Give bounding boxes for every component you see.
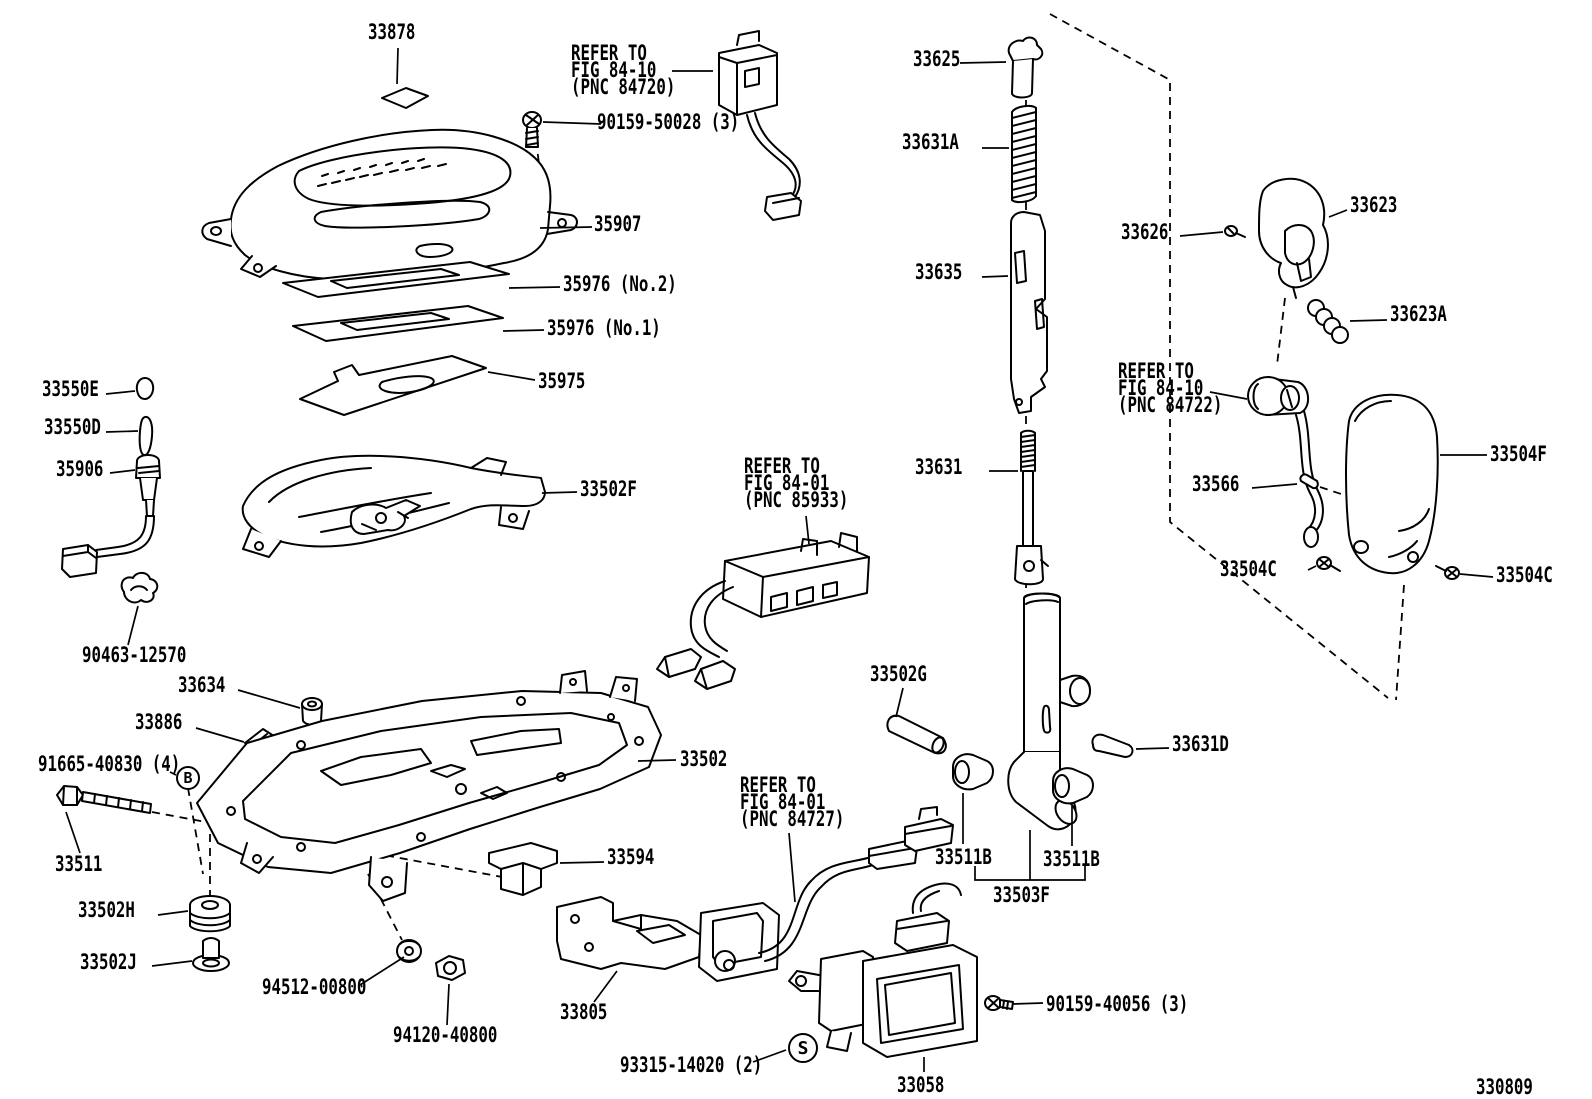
callout-b: B xyxy=(176,766,200,790)
part-label-90159-40056: 90159-40056 (3) xyxy=(1046,992,1189,1016)
part-label-33566: 33566 xyxy=(1192,472,1240,496)
part-label-35976-no1: 35976 (No.1) xyxy=(547,316,661,340)
part-label-33504f: 33504F xyxy=(1490,442,1547,466)
part-label-35976-no2: 35976 (No.2) xyxy=(563,272,677,296)
part-label-33503f: 33503F xyxy=(993,883,1050,907)
part-label-33635: 33635 xyxy=(915,260,963,284)
part-label-33623: 33623 xyxy=(1350,193,1398,217)
part-label-33502j: 33502J xyxy=(80,950,137,974)
part-label-90159-50028: 90159-50028 (3) xyxy=(597,110,740,134)
part-label-33504c-left: 33504C xyxy=(1220,557,1277,581)
part-label-33511: 33511 xyxy=(55,852,103,876)
part-label-33550d: 33550D xyxy=(44,415,101,439)
drawing-number: 330809 xyxy=(1476,1075,1533,1099)
part-label-33550e: 33550E xyxy=(42,377,99,401)
part-label-33805: 33805 xyxy=(560,1000,608,1024)
part-label-91665-40830: 91665-40830 (4) xyxy=(38,752,181,776)
part-label-33511b-right: 33511B xyxy=(1043,847,1100,871)
refer-note-84727: REFER TO FIG 84-01 (PNC 84727) xyxy=(740,773,845,831)
part-label-33502f: 33502F xyxy=(580,477,637,501)
part-label-94120-40800: 94120-40800 xyxy=(393,1023,498,1047)
part-label-33504c-right: 33504C xyxy=(1496,563,1553,587)
callout-s: S xyxy=(788,1033,818,1063)
refer-note-84722: REFER TO FIG 84-10 (PNC 84722) xyxy=(1118,359,1223,417)
part-label-35906: 35906 xyxy=(56,457,104,481)
part-label-33631a: 33631A xyxy=(902,130,959,154)
part-label-90463-12570: 90463-12570 xyxy=(82,643,187,667)
part-label-33502h: 33502H xyxy=(78,898,135,922)
part-label-93315-14020: 93315-14020 (2) xyxy=(620,1053,763,1077)
part-label-33502: 33502 xyxy=(680,747,728,771)
part-label-33594: 33594 xyxy=(607,845,655,869)
part-label-33886: 33886 xyxy=(135,710,183,734)
part-label-33502g: 33502G xyxy=(870,662,927,686)
part-label-33878: 33878 xyxy=(368,20,416,44)
part-label-35907: 35907 xyxy=(594,212,642,236)
part-label-33623a: 33623A xyxy=(1390,302,1447,326)
refer-note-84720: REFER TO FIG 84-10 (PNC 84720) xyxy=(571,41,676,99)
part-label-33634: 33634 xyxy=(178,673,226,697)
part-label-33058: 33058 xyxy=(897,1073,945,1097)
part-label-33631: 33631 xyxy=(915,455,963,479)
refer-note-85933: REFER TO FIG 84-01 (PNC 85933) xyxy=(744,454,849,512)
part-label-94512-00800: 94512-00800 xyxy=(262,975,367,999)
part-label-33511b-left: 33511B xyxy=(935,845,992,869)
part-label-35975: 35975 xyxy=(538,369,586,393)
part-label-33625: 33625 xyxy=(913,47,961,71)
part-label-33631d: 33631D xyxy=(1172,732,1229,756)
part-label-33626: 33626 xyxy=(1121,220,1169,244)
